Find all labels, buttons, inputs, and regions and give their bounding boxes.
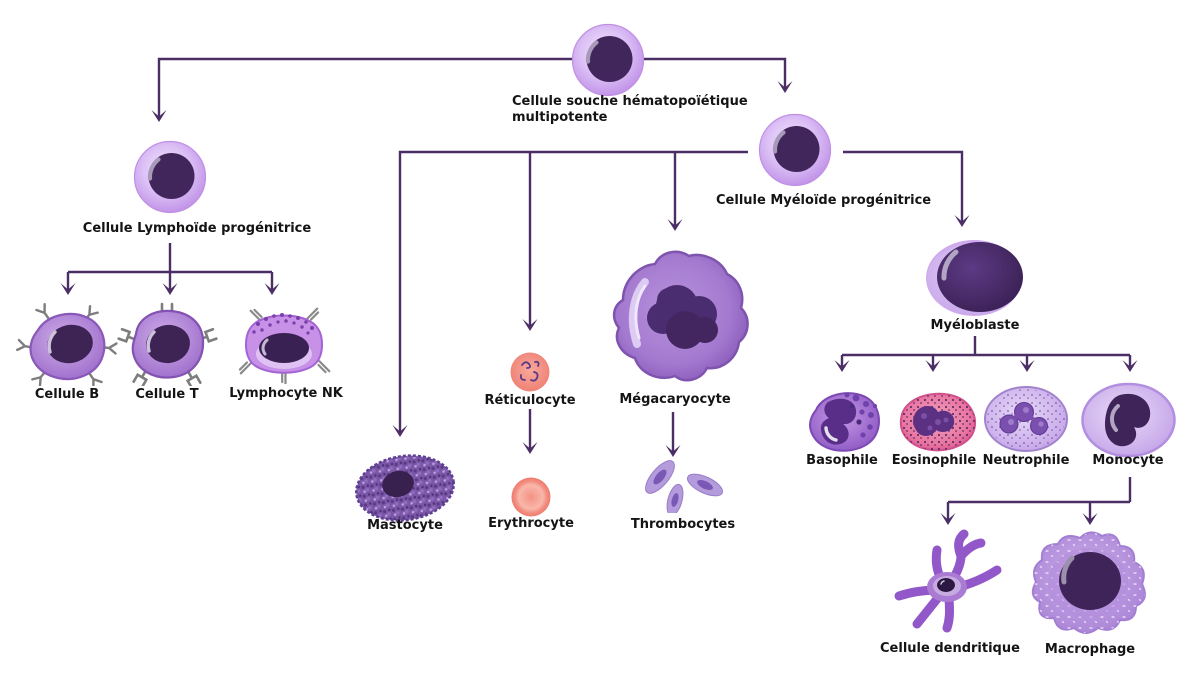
reticulocyte-label: Réticulocyte — [484, 393, 576, 408]
myeloblaste-cell-icon — [926, 240, 1023, 316]
monocyte-cell-icon — [1081, 382, 1176, 458]
mastocyte-label: Mastocyte — [367, 518, 443, 533]
stem-cell-label-line2: multipotente — [512, 109, 608, 125]
thrombocytes-icon — [645, 460, 724, 513]
b-cell-label: Cellule B — [34, 387, 100, 402]
thrombocytes-label: Thrombocytes — [630, 517, 736, 532]
myeloid-progenitor-label: Cellule Myéloïde progénitrice — [716, 193, 932, 208]
mastocyte-cell-icon — [355, 454, 455, 522]
erythrocyte-label: Erythrocyte — [488, 516, 574, 531]
nk-cell-label: Lymphocyte NK — [229, 386, 343, 401]
basophile-cell-icon — [809, 392, 880, 452]
macrophage-cell-icon — [1031, 531, 1146, 634]
dendritic-cell-icon — [894, 529, 1002, 633]
megacaryocyte-label: Mégacaryocyte — [619, 392, 731, 407]
myeloid-progenitor-cell-icon — [758, 113, 832, 187]
erythrocyte-cell-icon — [511, 477, 551, 517]
lymphoid-progenitor-cell-icon — [133, 140, 207, 214]
nk-cell-icon — [237, 307, 331, 384]
lymphoid-progenitor-label: Cellule Lymphoïde progénitrice — [82, 221, 312, 236]
dendritic-cell-label: Cellule dendritique — [880, 641, 1020, 656]
t-cell-label: Cellule T — [135, 387, 199, 402]
basophile-label: Basophile — [806, 453, 878, 468]
macrophage-label: Macrophage — [1044, 642, 1136, 657]
b-cell-icon — [16, 303, 118, 386]
stem-cell-icon — [571, 23, 645, 97]
monocyte-label: Monocyte — [1092, 453, 1164, 468]
megacaryocyte-cell-icon — [612, 250, 749, 382]
myeloblaste-label: Myéloblaste — [930, 318, 1020, 333]
neutrophile-cell-icon — [984, 386, 1068, 452]
neutrophile-label: Neutrophile — [982, 453, 1070, 468]
stem-cell-label: Cellule souche hématopoïétique multipote… — [512, 94, 752, 125]
reticulocyte-cell-icon — [510, 352, 550, 392]
stem-cell-label-line1: Cellule souche hématopoïétique — [512, 94, 748, 109]
eosinophile-label: Eosinophile — [891, 453, 977, 468]
eosinophile-cell-icon — [899, 392, 976, 452]
t-cell-icon — [117, 302, 218, 386]
